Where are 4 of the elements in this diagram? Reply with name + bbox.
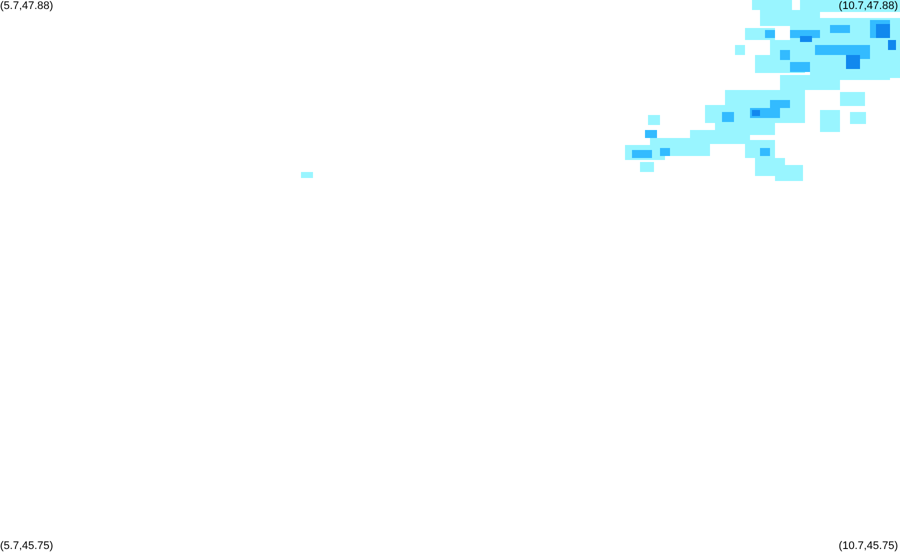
- corner-coordinate-label: (10.7,45.75): [838, 540, 898, 552]
- corner-coordinate-label: (5.7,47.88): [0, 0, 54, 12]
- corner-coordinate-label: (5.7,45.75): [0, 540, 54, 552]
- corner-coordinate-label: (10.7,47.88): [838, 0, 898, 12]
